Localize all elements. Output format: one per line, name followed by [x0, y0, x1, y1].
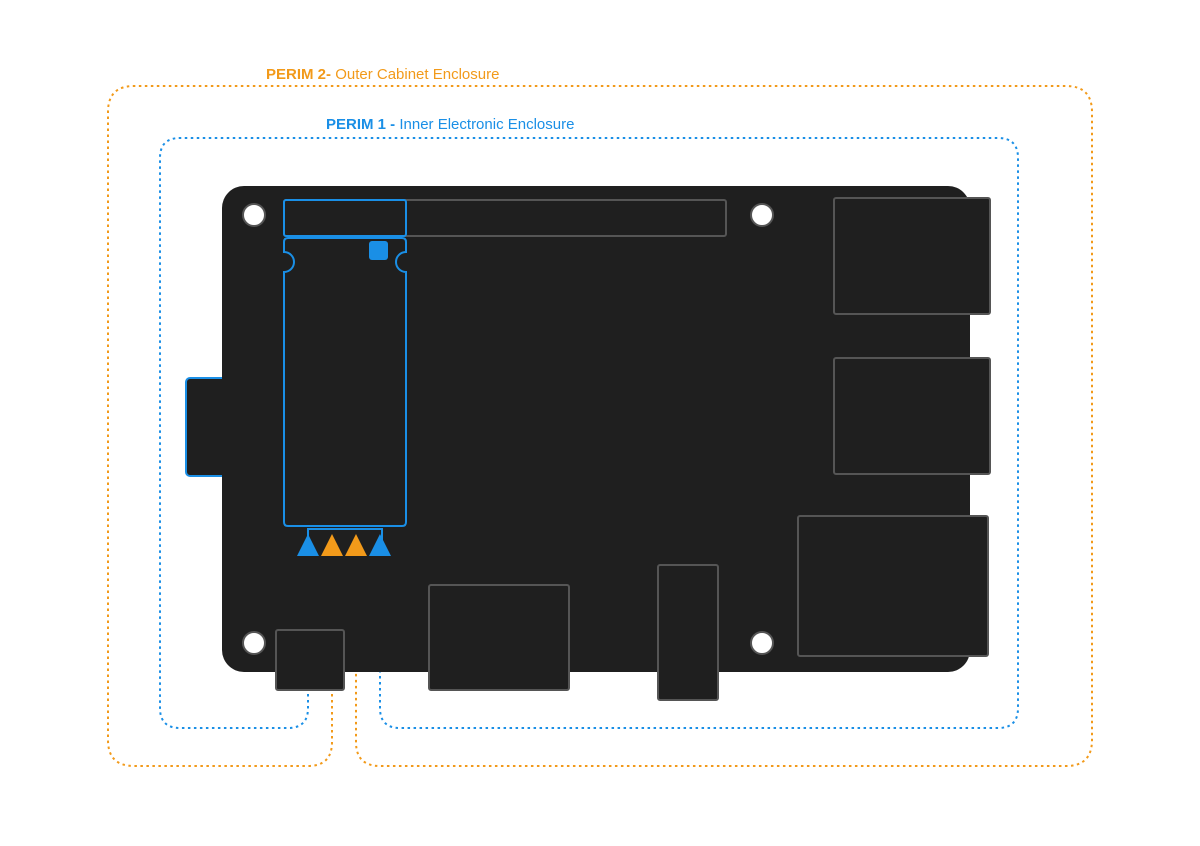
module-body [283, 237, 407, 527]
mounting-hole [750, 631, 774, 655]
bottom-connector-tall [657, 564, 719, 701]
bottom-connector-small [275, 629, 345, 691]
ethernet-port [797, 515, 989, 657]
triangle-up-icon [345, 534, 367, 556]
perim2-label: PERIM 2- Outer Cabinet Enclosure [266, 66, 499, 84]
perim1-name: PERIM 1 - [326, 116, 396, 133]
mounting-hole [242, 631, 266, 655]
mounting-hole [750, 203, 774, 227]
usb-port-top [833, 197, 991, 315]
perim1-label: PERIM 1 - Inner Electronic Enclosure [326, 116, 574, 134]
triangle-up-icon [321, 534, 343, 556]
perim1-inner-boundary [159, 137, 1019, 729]
perim2-outer-boundary [107, 85, 1093, 767]
module-indicator [369, 241, 388, 260]
mounting-hole [242, 203, 266, 227]
perim2-name: PERIM 2- [266, 66, 332, 83]
bottom-connector-large [428, 584, 570, 691]
triangle-up-icon [369, 534, 391, 556]
perim2-description: Outer Cabinet Enclosure [335, 66, 500, 83]
usb-port-middle [833, 357, 991, 475]
circuit-board [222, 186, 970, 672]
perim1-description: Inner Electronic Enclosure [399, 116, 575, 133]
triangle-up-icon [297, 534, 319, 556]
module-header [283, 199, 407, 237]
